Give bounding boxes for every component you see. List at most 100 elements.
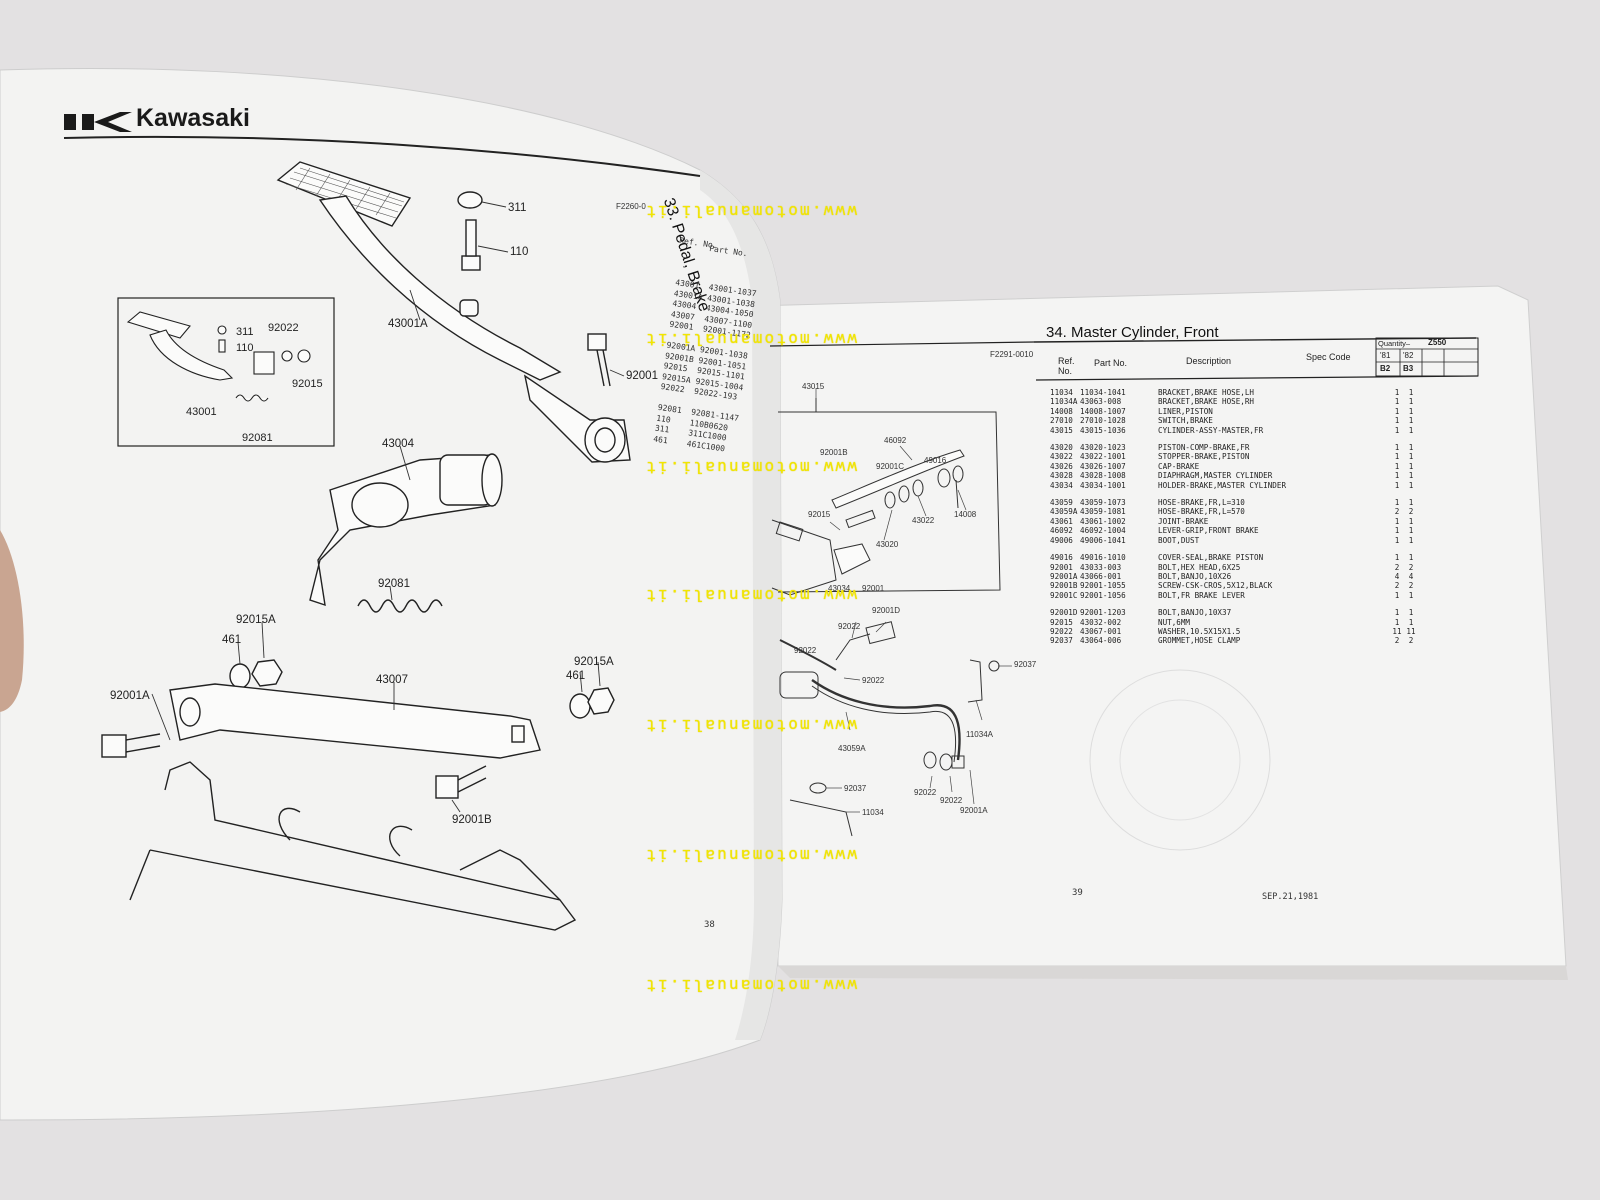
cell-q1: 2 bbox=[1394, 507, 1400, 517]
cell-q2: 2 bbox=[1408, 562, 1414, 572]
callout-92081: 92081 bbox=[378, 578, 410, 590]
inset-box bbox=[117, 297, 335, 447]
hdr-81: '81 bbox=[1380, 351, 1391, 360]
callout-92001A: 92001A bbox=[110, 690, 150, 702]
cell-ref: 92022 bbox=[1050, 626, 1073, 636]
cell-q2: 1 bbox=[1408, 480, 1414, 490]
cell-part: 43064-006 bbox=[1080, 636, 1122, 646]
cell-q2: 1 bbox=[1408, 452, 1414, 462]
cell-desc: SWITCH,BRAKE bbox=[1158, 416, 1213, 426]
callout-92015A-right: 92015A bbox=[574, 656, 614, 668]
callout-92001B: 92001B bbox=[452, 814, 492, 826]
cell-ref: 43028 bbox=[1050, 471, 1073, 481]
dcall-49016: 49016 bbox=[924, 456, 947, 465]
cell-q2: 1 bbox=[1408, 416, 1414, 426]
cell-desc: BRACKET,BRAKE HOSE,LH bbox=[1158, 388, 1255, 397]
section-title: 34. Master Cylinder, Front bbox=[1046, 324, 1219, 341]
cell-part: 43033-003 bbox=[1080, 562, 1122, 572]
thumb bbox=[0, 530, 24, 712]
cell-q1: 1 bbox=[1394, 406, 1400, 416]
cell-q2: 2 bbox=[1408, 507, 1414, 517]
cell-q1: 2 bbox=[1394, 636, 1400, 646]
cell-desc: WASHER,10.5X15X1.5 bbox=[1158, 626, 1241, 636]
cell-q1: 1 bbox=[1394, 471, 1400, 481]
right-figure-code: F2291-0010 bbox=[990, 350, 1034, 359]
cell-desc: BOLT,BANJO,10X26 bbox=[1158, 571, 1232, 581]
cell-q1: 1 bbox=[1394, 425, 1400, 435]
dcall-43022: 43022 bbox=[912, 516, 935, 525]
cell-q2: 2 bbox=[1408, 581, 1414, 591]
inset-callout-92015: 92015 bbox=[292, 378, 323, 390]
cell-ref: 49016 bbox=[1050, 553, 1073, 563]
cell-q2: 1 bbox=[1408, 617, 1414, 627]
cell-part: 43066-001 bbox=[1080, 571, 1122, 581]
cell-desc: HOSE-BRAKE,FR,L=570 bbox=[1158, 507, 1245, 517]
watermark-2: www.motomanuali.it bbox=[644, 330, 857, 349]
cell-ref: 92015 bbox=[1050, 617, 1073, 627]
left-page-number: 38 bbox=[704, 920, 715, 930]
cell-ref: 92037 bbox=[1050, 636, 1073, 646]
left-figure-code: F2260-0 bbox=[616, 202, 646, 211]
watermark-5: www.motomanuali.it bbox=[644, 716, 857, 735]
cell-ref: 43061 bbox=[1050, 516, 1073, 526]
cell-part: 43028-1008 bbox=[1080, 471, 1126, 481]
dcall-92037-b: 92037 bbox=[844, 784, 867, 793]
cell-part: 43022-1001 bbox=[1080, 452, 1126, 462]
cell-q2: 1 bbox=[1408, 471, 1414, 481]
cell-q2: 1 bbox=[1408, 590, 1414, 600]
cell-q2: 1 bbox=[1408, 526, 1414, 536]
cell-part: 43061-1002 bbox=[1080, 516, 1126, 526]
cell-q2: 2 bbox=[1408, 636, 1414, 646]
spring-92081 bbox=[357, 599, 443, 613]
callout-461-right: 461 bbox=[566, 670, 586, 682]
cell-q1: 1 bbox=[1394, 443, 1400, 453]
cell-q2: 4 bbox=[1408, 571, 1414, 581]
callout-43007: 43007 bbox=[376, 674, 408, 686]
cell-ref: 27010 bbox=[1050, 416, 1073, 426]
cell-ref: 43015 bbox=[1050, 425, 1073, 435]
cell-desc: HOSE-BRAKE,FR,L=310 bbox=[1158, 498, 1245, 508]
cell-q2: 1 bbox=[1408, 608, 1414, 618]
cell-part: 27010-1028 bbox=[1080, 416, 1126, 426]
cell-desc: PISTON-COMP-BRAKE,FR bbox=[1158, 443, 1250, 453]
hdr-82: '82 bbox=[1403, 351, 1414, 360]
frame bbox=[149, 761, 577, 931]
cell-q1: 1 bbox=[1394, 480, 1400, 490]
cell-desc: HOLDER-BRAKE,MASTER CYLINDER bbox=[1158, 480, 1287, 490]
dcall-46092: 46092 bbox=[884, 436, 907, 445]
cell-q1: 1 bbox=[1394, 397, 1400, 407]
cell-part: 43059-1073 bbox=[1080, 498, 1126, 508]
dcall-92022-b: 92022 bbox=[794, 646, 817, 655]
cell-desc: STOPPER-BRAKE,PISTON bbox=[1158, 452, 1250, 462]
cell-ref: 14008 bbox=[1050, 406, 1073, 416]
cell-part: 92001-1056 bbox=[1080, 590, 1126, 600]
cell-part: 14008-1007 bbox=[1080, 406, 1126, 416]
dcall-43015: 43015 bbox=[802, 382, 825, 391]
callout-92015A: 92015A bbox=[236, 614, 276, 626]
cell-ref: 43022 bbox=[1050, 452, 1073, 462]
cell-q1: 1 bbox=[1394, 388, 1400, 397]
cell-desc: BOOT,DUST bbox=[1158, 535, 1200, 545]
right-page-number: 39 bbox=[1072, 888, 1083, 898]
cell-q2: 1 bbox=[1408, 461, 1414, 471]
hdr-quantity: Quantity– bbox=[1378, 339, 1411, 348]
cell-q1: 11 bbox=[1392, 626, 1402, 636]
cell-ref: 92001C bbox=[1050, 590, 1078, 600]
hdr-spec-code: Spec Code bbox=[1306, 352, 1351, 362]
cell-q1: 4 bbox=[1394, 571, 1400, 581]
callout-110: 110 bbox=[510, 246, 529, 258]
cell-part: 49006-1041 bbox=[1080, 535, 1126, 545]
cell-part: 92001-1203 bbox=[1080, 608, 1126, 618]
